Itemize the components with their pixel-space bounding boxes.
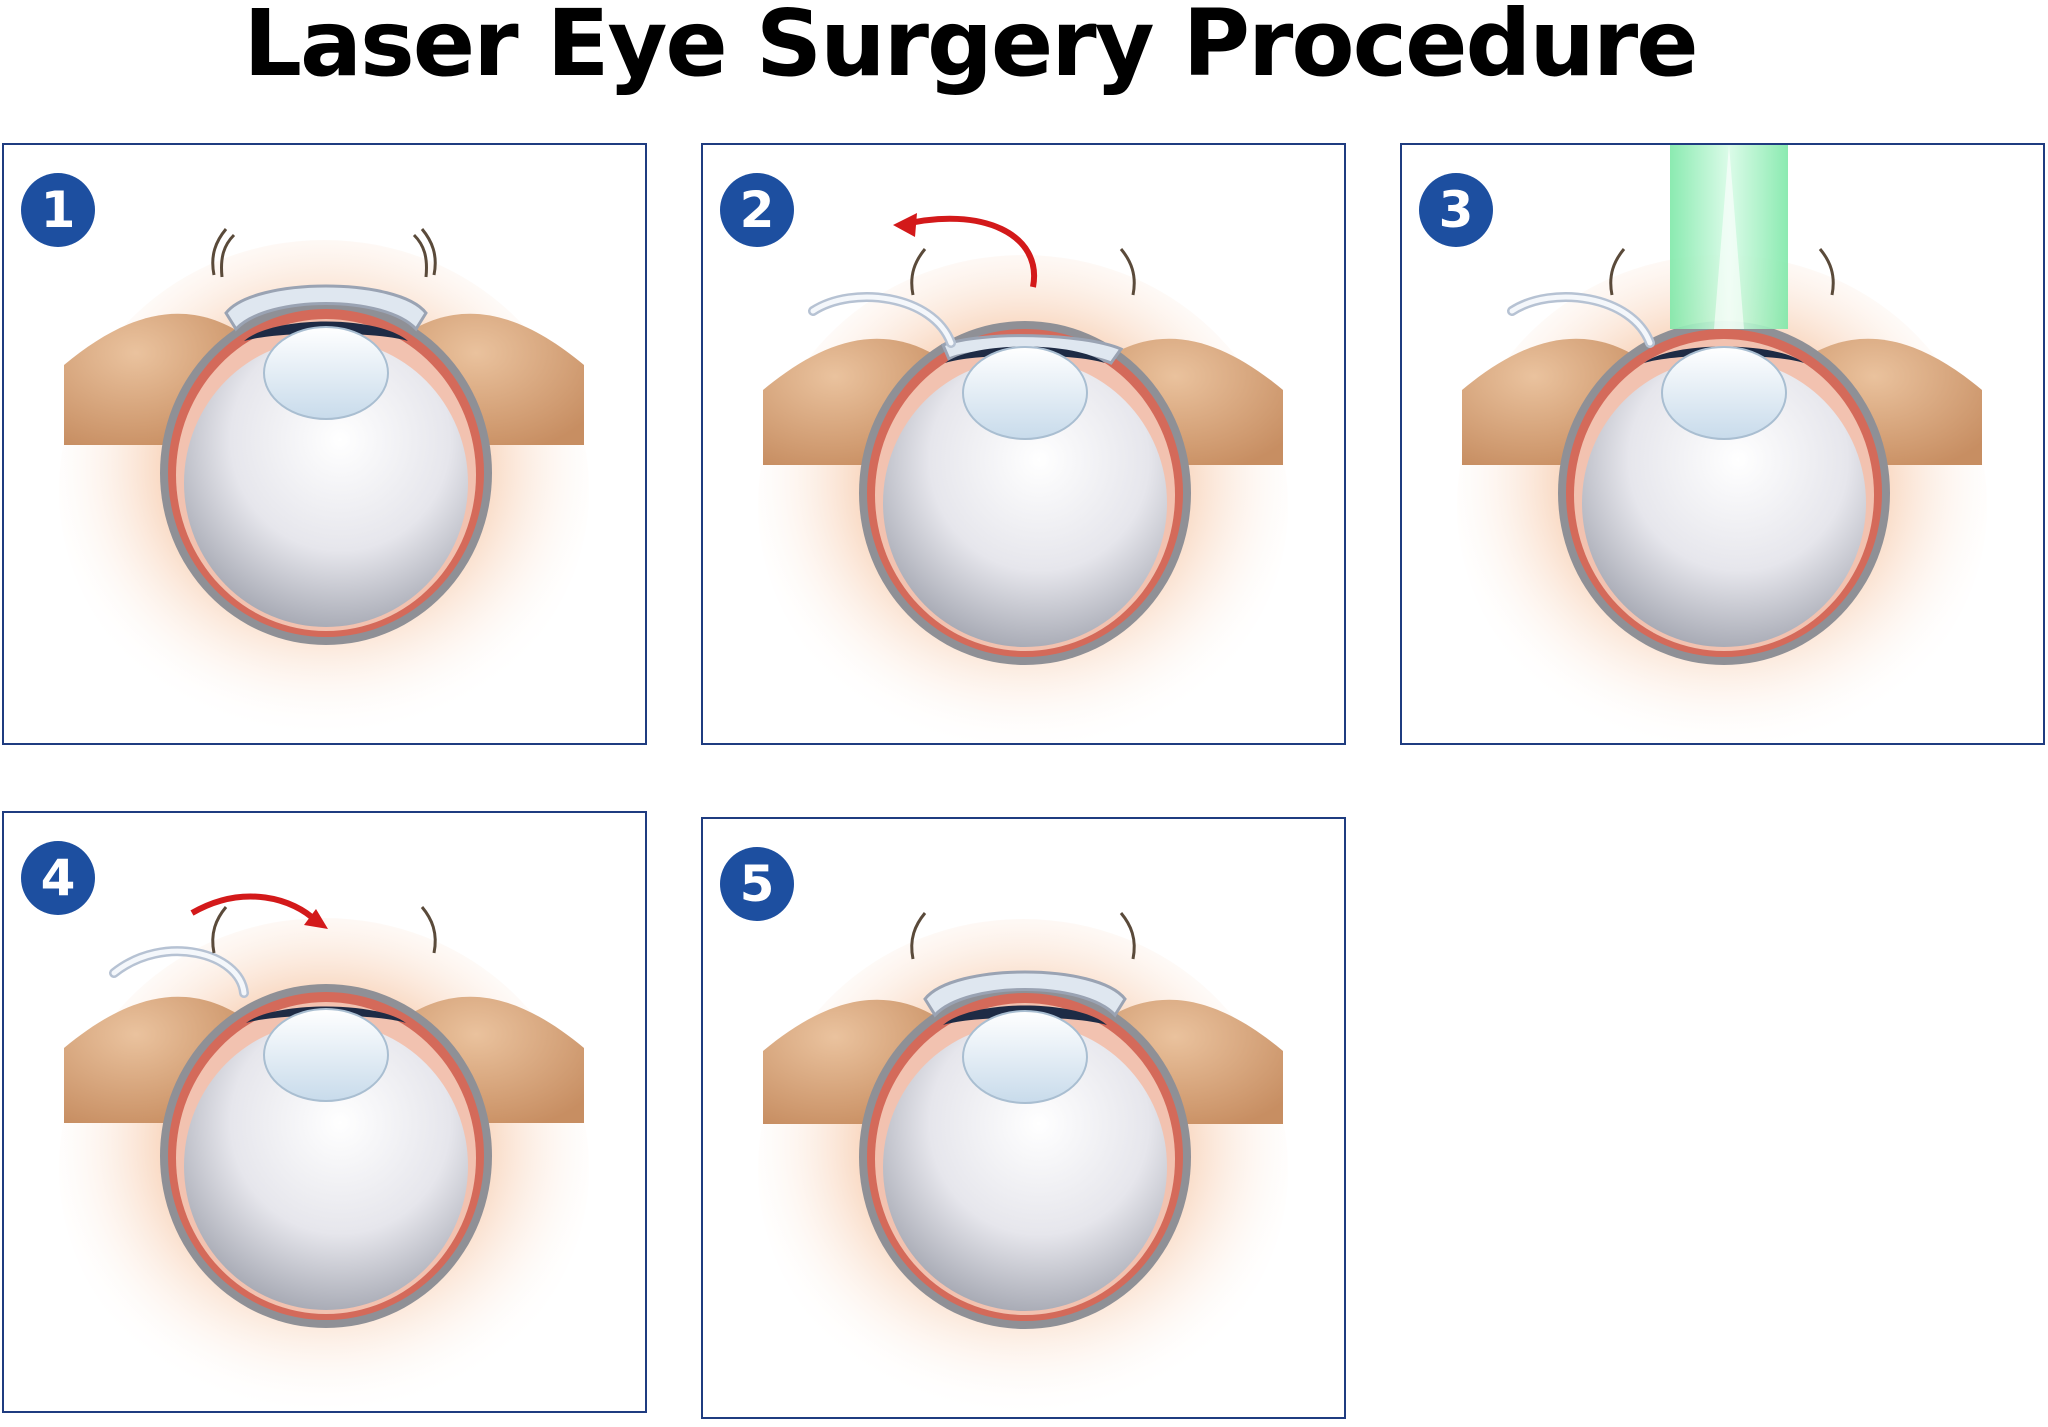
step-3-badge: 3: [1419, 173, 1493, 247]
step-2-badge: 2: [720, 173, 794, 247]
step-1-panel: 1: [2, 143, 647, 745]
step-4-panel: 4: [2, 811, 647, 1413]
step-2-panel: 2: [701, 143, 1346, 745]
eye-illustration-step-2: [758, 213, 1288, 743]
eye-illustration-step-4: [59, 893, 589, 1411]
step-3-panel: 3: [1400, 143, 2045, 745]
step-1-badge: 1: [21, 173, 95, 247]
eye-illustration-step-1: [59, 228, 589, 740]
step-4-badge: 4: [21, 841, 95, 915]
eye-illustration-step-5: [758, 912, 1288, 1417]
step-5-panel: 5: [701, 817, 1346, 1419]
step-5-badge: 5: [720, 847, 794, 921]
eye-illustration-step-3: [1457, 145, 1987, 743]
page-title: Laser Eye Surgery Procedure: [243, 0, 1698, 97]
